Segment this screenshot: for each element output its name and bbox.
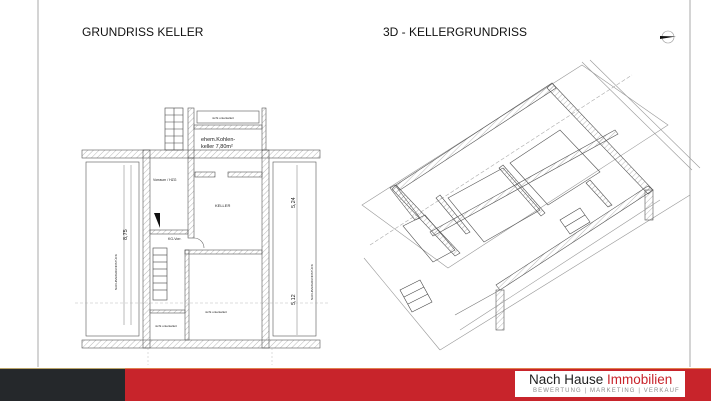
logo-brand-part1: Nach Hause [529,372,608,387]
neighbor-label: NACHBARGRUNDSTÜCK [114,254,118,290]
north-arrow-icon [660,30,676,44]
floor-plan [75,107,330,365]
3d-floor-plan [361,59,701,351]
footer-dark-band [0,368,125,401]
neighbor-label: NACHBARGRUNDSTÜCK [310,264,314,300]
3d-plan-title: 3D - KELLERGRUNDRISS [383,25,528,39]
dimension-right-bottom: 5,12 [291,294,297,305]
logo-wordmark: Nach Hause Immobilien [529,372,672,387]
room-label-vorraum: Vorraum / HZG [153,178,177,182]
logo-tagline: BEWERTUNG | MARKETING | VERKAUF [533,388,680,394]
room-area-kohlenkeller: keller 7,80m² [201,144,233,150]
room-label-keller: KELLER [215,203,230,208]
floor-plan-labels: ehem.Kohlen- keller 7,80m² nicht unterke… [114,116,314,328]
room-label-not-basement: nicht unterkellert [212,116,234,120]
room-label-kg-vorr: KG-Vorr. [168,237,181,241]
logo-brand-part2: Immobilien [607,372,673,387]
room-label-not-basement: nicht unterkellert [205,310,227,314]
brand-logo: Nach Hause Immobilien BEWERTUNG | MARKET… [515,371,685,397]
floor-plan-title: GRUNDRISS KELLER [82,25,204,39]
dimension-height: 8,75 [123,229,129,240]
room-label-not-basement: nicht unterkellert [155,324,177,328]
room-label-kohlenkeller: ehem.Kohlen- [201,137,235,143]
dimension-right-top: 5,24 [291,197,297,208]
